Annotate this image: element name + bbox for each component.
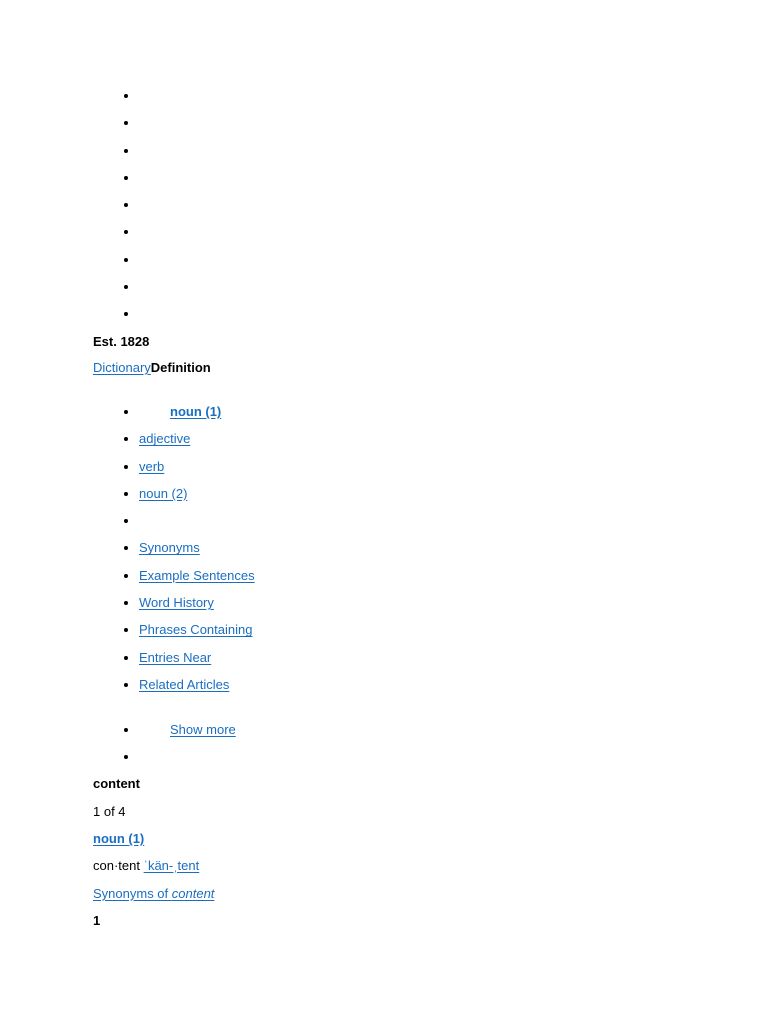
entry-nav-link-noun-1[interactable]: noun (1) [170, 404, 222, 419]
entry-nav-item-example-sentences[interactable]: Example Sentences [139, 562, 255, 589]
show-more-button[interactable]: Show more [170, 722, 236, 737]
show-more-list: Show more [139, 716, 267, 771]
entry-nav-item-adjective[interactable]: adjective [139, 425, 255, 452]
entry-nav-item-related-articles[interactable]: Related Articles [139, 671, 255, 698]
established-tagline: Est. 1828 [93, 334, 150, 349]
entry-nav-link-verb[interactable]: verb [139, 458, 165, 474]
sense-number: 1 [93, 913, 101, 928]
breadcrumb-dictionary-link[interactable]: Dictionary [93, 360, 151, 375]
show-more-empty-item [139, 743, 267, 770]
entry-nav-item-entries-near[interactable]: Entries Near [139, 644, 255, 671]
entry-nav-link-phrases-containing[interactable]: Phrases Containing [139, 622, 253, 638]
entry-nav-item-phrases-containing[interactable]: Phrases Containing [139, 616, 255, 643]
part-of-speech-link[interactable]: noun (1) [93, 831, 145, 846]
entry-nav-link-synonyms[interactable]: Synonyms [139, 540, 200, 556]
entry-nav-item-noun-1[interactable]: noun (1) [139, 398, 255, 425]
synonyms-line: Synonyms of content [93, 884, 214, 904]
breadcrumb: DictionaryDefinition [93, 358, 211, 378]
entry-nav-link-example-sentences[interactable]: Example Sentences [139, 567, 255, 583]
synonyms-link-word: content [171, 886, 215, 901]
entry-nav-item-synonyms[interactable]: Synonyms [139, 534, 255, 561]
entry-nav-link-related-articles[interactable]: Related Articles [139, 676, 230, 692]
syllables: con·tent [93, 858, 140, 873]
entry-nav-item-word-history[interactable]: Word History [139, 589, 255, 616]
entry-nav-link-word-history[interactable]: Word History [139, 595, 214, 611]
pronunciation-line: con·tent ˈkän-ˌtent [93, 856, 199, 876]
entry-nav-item-noun-2[interactable]: noun (2) [139, 480, 255, 507]
synonyms-link-prefix: Synonyms of [93, 886, 172, 901]
entry-count: 1 of 4 [93, 804, 126, 819]
synonyms-of-link[interactable]: Synonyms of content [93, 886, 214, 901]
entry-nav-link-adjective[interactable]: adjective [139, 431, 191, 447]
entry-nav-list: noun (1) adjective verb noun (2) Synonym… [139, 398, 255, 698]
entry-nav-item-verb[interactable]: verb [139, 453, 255, 480]
entry-nav-link-entries-near[interactable]: Entries Near [139, 649, 212, 665]
entry-nav-item-empty [139, 507, 255, 534]
part-of-speech: noun (1) [93, 829, 144, 849]
entry-nav-link-noun-2[interactable]: noun (2) [139, 485, 188, 501]
breadcrumb-current: Definition [150, 360, 211, 375]
show-more-item[interactable]: Show more [139, 716, 267, 743]
pronunciation-link[interactable]: ˈkän-ˌtent [143, 858, 200, 873]
headword: content [93, 776, 140, 791]
